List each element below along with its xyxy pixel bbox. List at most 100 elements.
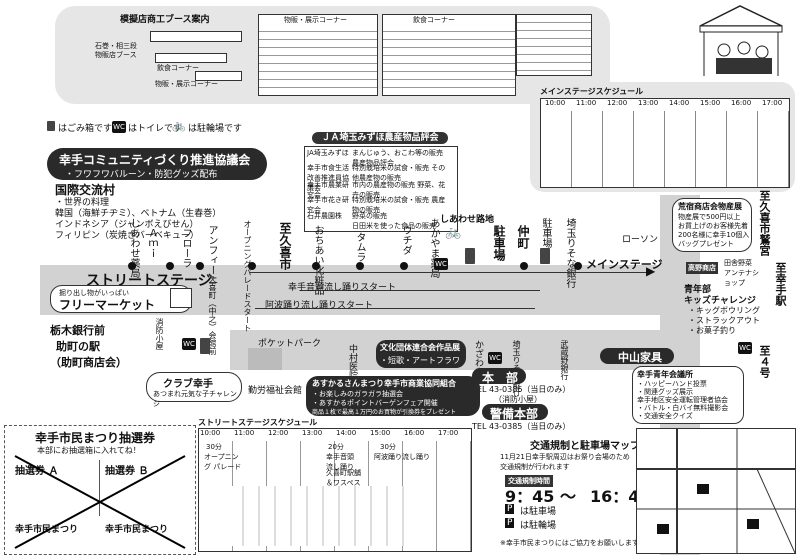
booth-info-title: 模擬店商工ブース案内 xyxy=(120,15,210,25)
ja-row-content: 特別栽培米の試食・販売 その他農産物の販売 xyxy=(352,164,446,182)
location-pin xyxy=(574,262,582,270)
security-tel: TEL 43-0385（当日のみ） xyxy=(472,422,571,431)
flea-market-box: 掘り出し物がいっぱい フリーマーケット xyxy=(50,285,192,313)
security-hq-box: 警備本部 xyxy=(482,404,548,421)
time-label: 13:00 xyxy=(638,99,659,107)
trash-bin-icon xyxy=(540,248,550,264)
main-stage-schedule-title: メインステージスケジュール xyxy=(540,87,644,96)
commerce-expo-line: バッグプレゼント xyxy=(678,240,734,248)
youth-assoc-item: 幸手地区安全運転管理者協会 xyxy=(637,396,728,404)
street-schedule-title: ストリートステージスケジュール xyxy=(198,418,318,427)
tochigi-bank-label: 栃木銀行前 xyxy=(50,324,105,337)
location-pin xyxy=(128,262,136,270)
legend-wc: はトイレです xyxy=(128,124,183,134)
raffle-association-line: ・お楽しみのガラガラ抽選会 xyxy=(312,390,403,398)
youth-item: ・お菓子釣り xyxy=(688,326,736,335)
shotenkai-label: （助町商店会） xyxy=(50,356,127,369)
bicycle-icon: 🚲 xyxy=(172,119,186,132)
shop-label: フローラ xyxy=(180,228,191,268)
headquarters-box: 本 部 xyxy=(472,368,526,385)
location-pin xyxy=(356,262,364,270)
headquarters-label: 本 部 xyxy=(482,371,519,385)
flea-market-label: フリーマーケット xyxy=(59,298,156,312)
ja-row-org: 幸手市花き研究会 xyxy=(307,196,349,214)
culture-group-sub: ・短歌・アートフラワー xyxy=(380,356,460,376)
booth-table-1: 物販・展示コーナー xyxy=(258,14,378,96)
ja-row-content: まんじゅう、おこわ等の販売 農産物品評会 xyxy=(352,149,443,167)
raffle-association-box: あすかるさんまつり幸手市商業協同組合 ・お楽しみのガラガラ抽選会 ・あすかるポイ… xyxy=(306,376,480,416)
schedule-event: 阿波踊り流し踊り xyxy=(374,453,430,461)
raffle-ticket-sub: 本部にお抽選箱に入れてね！ xyxy=(37,446,141,455)
traffic-title: 交通規制と駐車場マップ xyxy=(530,441,640,452)
stage-square xyxy=(170,288,192,308)
time-label: 10:00 xyxy=(200,429,221,437)
pocket-park-label: ポケットパーク xyxy=(258,339,322,349)
time-label: 13:00 xyxy=(302,429,323,437)
area-label: 石巻・相三段 xyxy=(95,42,137,50)
tent-illustration xyxy=(690,4,790,84)
security-hq-label: 警備本部 xyxy=(490,407,539,421)
time-label: 17:00 xyxy=(762,99,783,107)
intl-item: インドネシア（ジャンボえびせん） xyxy=(55,220,199,230)
shop-label: タムラ xyxy=(354,232,365,262)
location-pin xyxy=(520,262,528,270)
raffle-association-title: あすかるさんまつり幸手市商業協同組合 xyxy=(312,379,456,388)
direction-satte-station: 至幸手駅 xyxy=(774,262,787,306)
raffle-association-line: 商品１枚で最高１万円のお買物が引換券をプレゼント xyxy=(312,409,457,416)
community-council-subtitle: ・フワフワバルーン・防犯グッズ配布 xyxy=(65,170,218,180)
tent-icon xyxy=(699,5,783,76)
time-label: 15:00 xyxy=(370,429,391,437)
ja-row-content: 特別栽培米の試食・販売 農産物の販売 xyxy=(352,196,446,214)
booth-layout-diagram: 石巻・相三段 物販店ブース 飲食コーナー 物販・展示コーナー xyxy=(95,25,245,88)
trash-bin-icon xyxy=(47,121,55,131)
shop-label: 駐車場 xyxy=(540,218,551,248)
fire-station-label: （消防小屋） xyxy=(494,395,542,404)
time-label: 15:00 xyxy=(700,99,721,107)
location-pin xyxy=(196,262,204,270)
commerce-expo-title: 荒宿商店会物産展 xyxy=(678,202,742,211)
raffle-association-line: ・あすかるポイントバーゲンフェア開催 xyxy=(312,399,438,407)
labor-welfare-label: 勤労福祉会館 xyxy=(248,386,303,396)
area-label: 物販店ブース xyxy=(95,51,137,59)
main-street-arrow xyxy=(250,272,650,273)
commerce-expo-line: 200名様に幸手10個入 xyxy=(678,231,750,239)
shop-label: あかやま薬局 xyxy=(428,218,439,278)
ja-row-content: 野菜の販売 xyxy=(352,212,387,220)
ja-row-org: JA埼玉みずほ xyxy=(307,149,349,157)
kasuga-label: かざわや xyxy=(473,340,483,376)
ja-row-content: 市内の農産物の販売 野菜、花卉の販売 xyxy=(352,181,446,199)
commerce-expo-line: お買上げのお客様先着 xyxy=(678,222,748,230)
schedule-event: 20分 xyxy=(328,443,344,451)
tenant-label: 高野商店 xyxy=(686,262,718,274)
youth-assoc-item: ・ハッピーハンド投票 xyxy=(637,380,707,388)
raffle-ticket-a: 抽選券 Ａ xyxy=(15,466,59,477)
schedule-column-strips xyxy=(228,486,408,546)
schedule-event: 30分 xyxy=(380,443,396,451)
ja-row-org: 幸手市食生活改善推進員協議会 xyxy=(307,164,349,192)
youth-assoc-box: 幸手青年会議所 ・ハッピーハンド投票 ・関連グッズ展示 幸手地区安全運転管理者協… xyxy=(632,366,744,424)
traffic-time-label: 交通規制時間 xyxy=(505,475,553,487)
time-label: 11:00 xyxy=(576,99,597,107)
club-satte-sub: あつまれ元気な子チャレンジ xyxy=(153,390,237,408)
ja-row-org: 幸手市農業研究会 xyxy=(307,181,349,199)
location-pin xyxy=(312,262,320,270)
community-council-title: 幸手コミュニティづくり推進協議会 xyxy=(59,153,251,167)
legend-bin: はごみ箱です xyxy=(58,124,113,134)
youth-item: ・ストラックアウト xyxy=(688,316,760,325)
commerce-expo-box: 荒宿商店会物産展 物産展で500円以上 お買上げのお客様先着 200名様に幸手1… xyxy=(672,198,752,252)
culture-group-box: 文化団体連合会作品展 ・短歌・アートフラワー xyxy=(376,340,466,376)
intl-item: 韓国（海鮮チヂミ）、ベトナム（生春巻） xyxy=(55,209,222,219)
awa-dance-arrow xyxy=(255,308,535,309)
location-pin xyxy=(166,262,174,270)
commerce-expo-line: 物産展で500円以上 xyxy=(678,213,741,221)
satte-dance-arrow xyxy=(300,290,540,291)
time-label: 14:00 xyxy=(669,99,690,107)
bicycle-icon: 🚲 xyxy=(445,225,462,240)
shop-label: おちあい化粧品 xyxy=(312,225,323,295)
direction-route4: 至４号 xyxy=(758,345,771,378)
shop-label: アンフィーニ xyxy=(206,225,217,285)
parking-label: は駐車場 xyxy=(520,507,557,517)
parking-icon: P xyxy=(505,504,515,514)
youth-assoc-item: ・交通安全クイズ xyxy=(637,412,693,420)
community-council-box: 幸手コミュニティづくり推進協議会 ・フワフワバルーン・防犯グッズ配布 xyxy=(47,148,267,180)
